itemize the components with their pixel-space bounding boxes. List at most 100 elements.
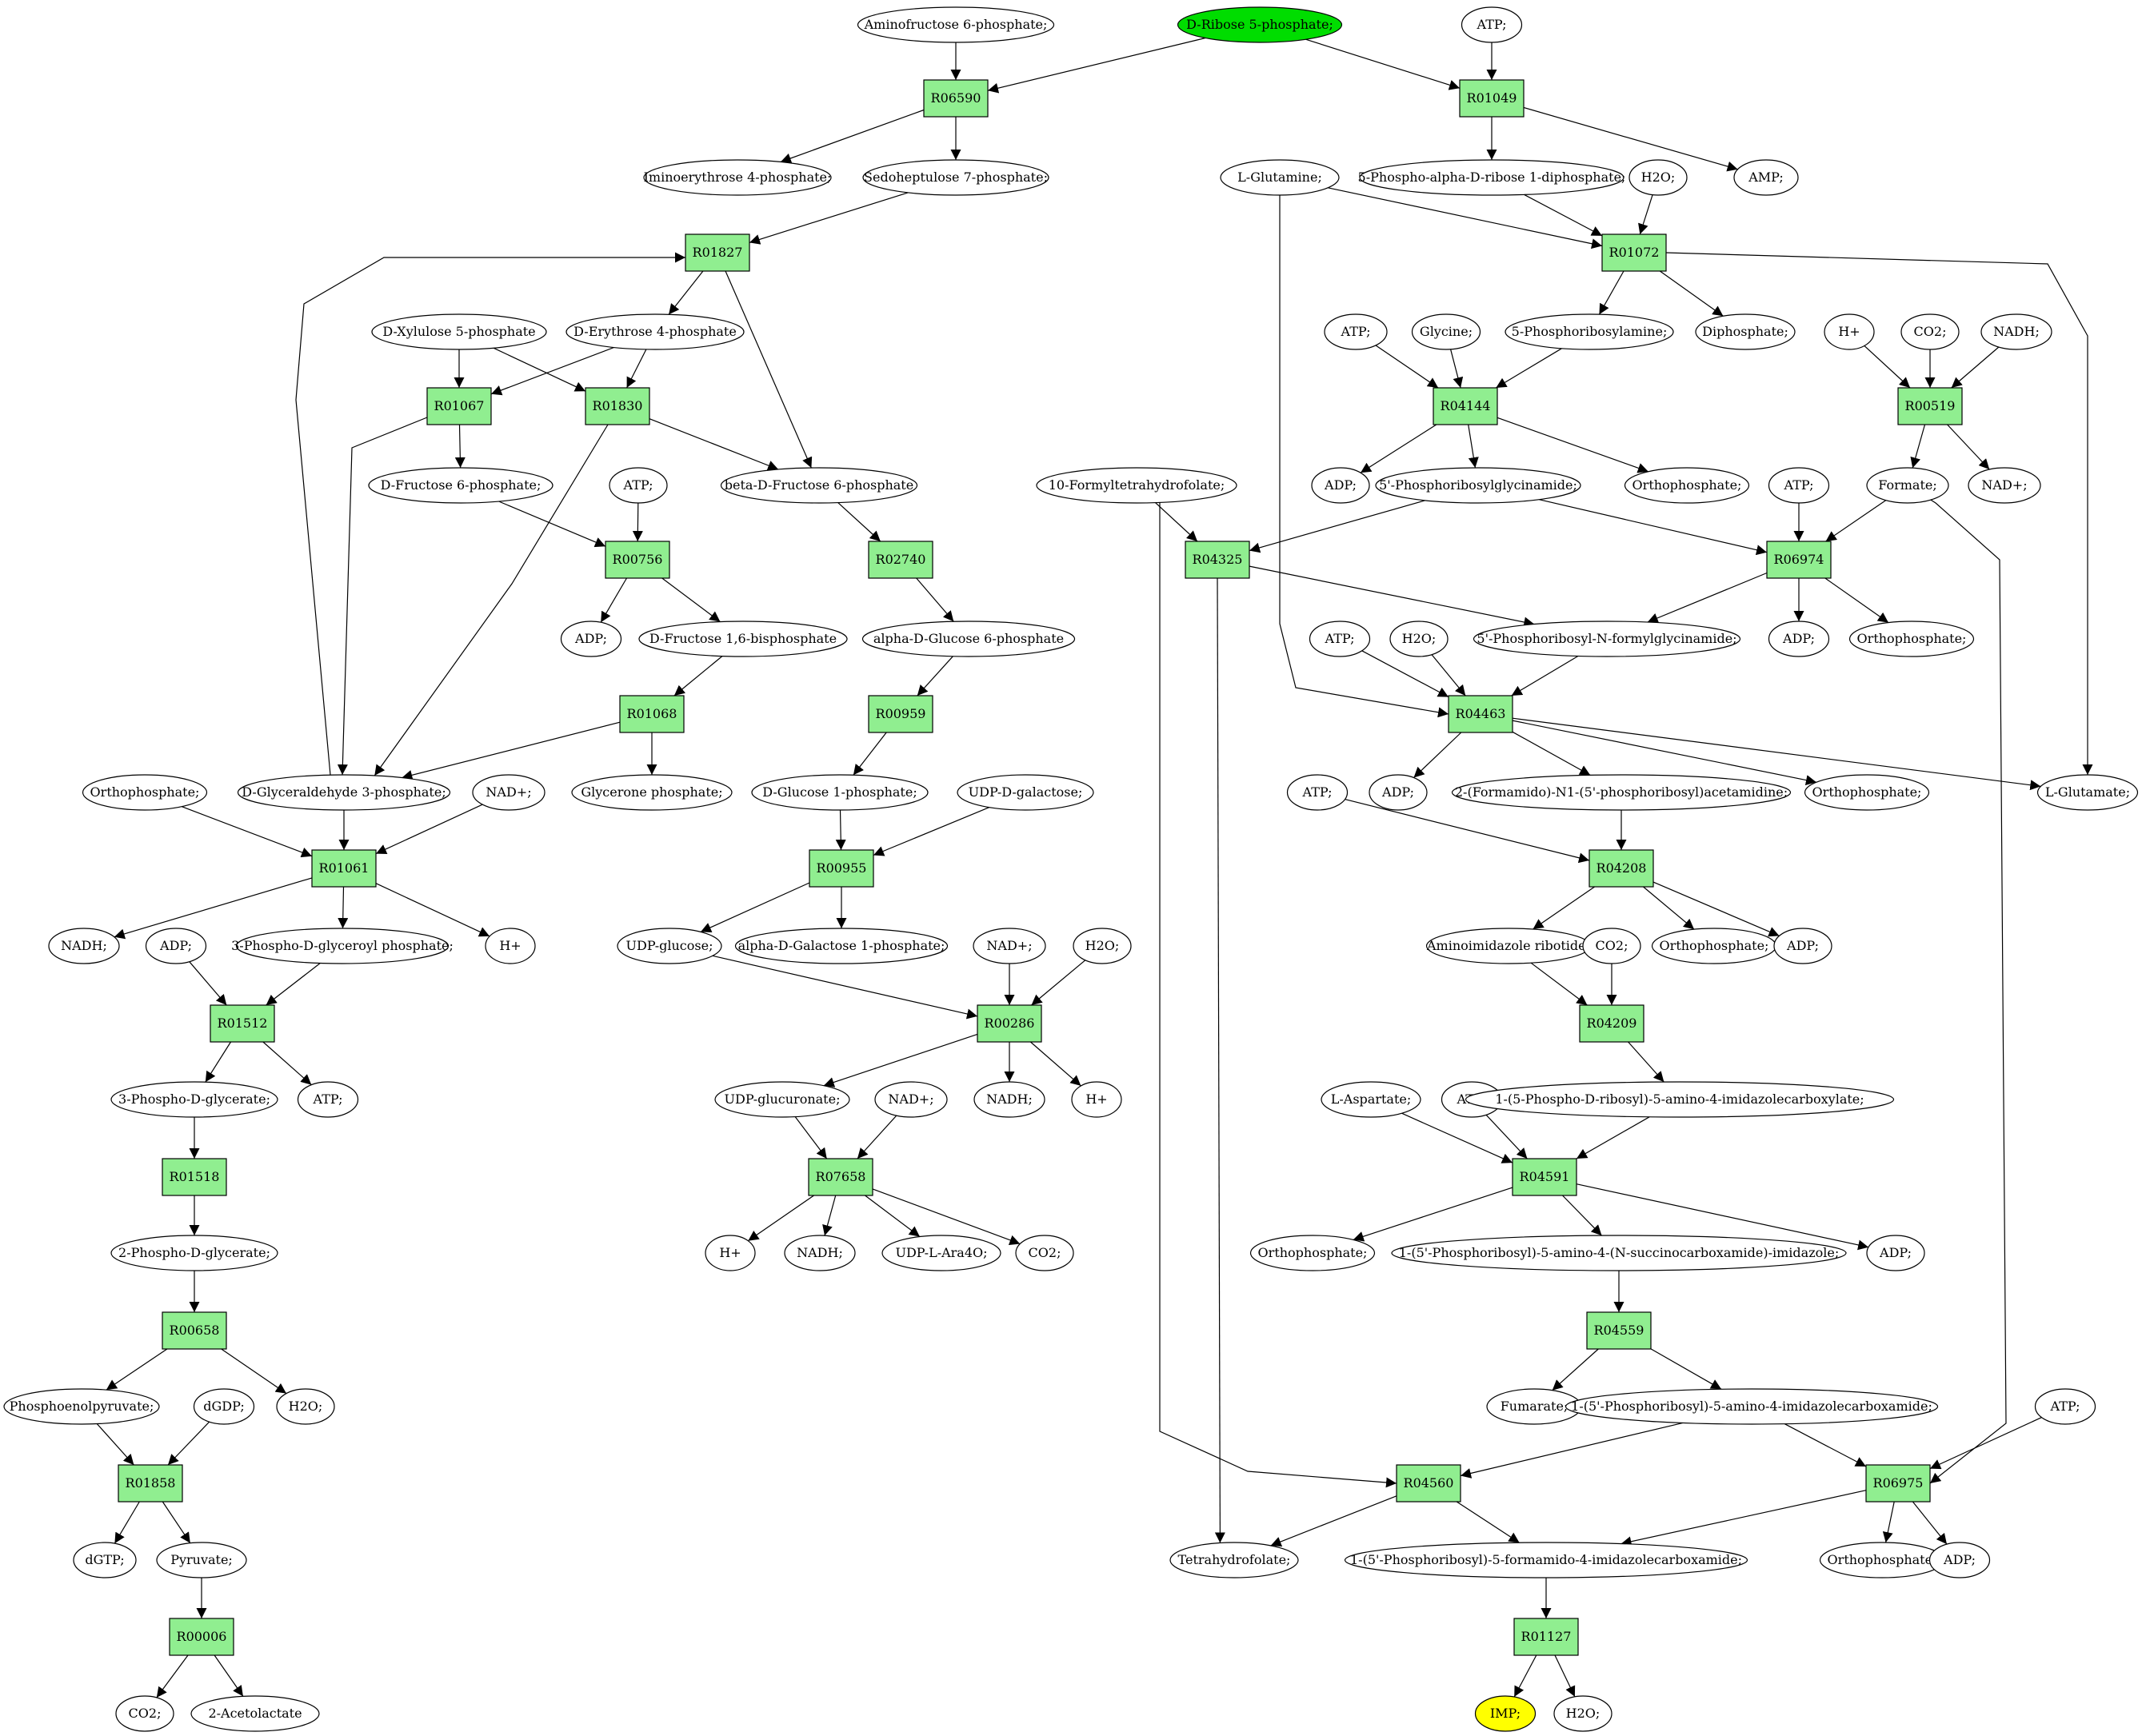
compound-node-co2[interactable]: CO2; [1900, 313, 1960, 350]
compound-node-d-erythrose-4-phosphate[interactable]: D-Erythrose 4-phosphate [565, 313, 745, 350]
compound-node-co2[interactable]: CO2; [1582, 928, 1641, 964]
compound-node-1-5-phosphoribosyl-5-amino-4-imidazolecarboxamide[interactable]: 1-(5'-Phosphoribosyl)-5-amino-4-imidazol… [1565, 1388, 1939, 1425]
compound-node-5-phosphoribosylglycinamide[interactable]: 5'-Phosphoribosylglycinamide; [1375, 467, 1581, 504]
compound-node-diphosphate[interactable]: Diphosphate; [1695, 313, 1796, 350]
reaction-node-r01518[interactable]: R01518 [162, 1158, 227, 1196]
compound-node-h2o[interactable]: H2O; [1553, 1695, 1612, 1732]
compound-node-h[interactable]: H+ [705, 1235, 756, 1271]
compound-node-pyruvate[interactable]: Pyruvate; [156, 1542, 247, 1578]
reaction-node-r01061[interactable]: R01061 [311, 849, 377, 888]
compound-node-1-5-phosphoribosyl-5-formamido-4-imidazolecarboxamide[interactable]: 1-(5'-Phosphoribosyl)-5-formamido-4-imid… [1344, 1542, 1748, 1578]
compound-node-orthophosphate[interactable]: Orthophosphate; [1819, 1542, 1945, 1578]
compound-node-glycine[interactable]: Glycine; [1411, 313, 1481, 350]
reaction-node-r01127[interactable]: R01127 [1513, 1618, 1579, 1656]
compound-node-2-acetolactate[interactable]: 2-Acetolactate [190, 1695, 320, 1732]
compound-node-adp[interactable]: ADP; [1311, 467, 1370, 504]
compound-node-atp[interactable]: ATP; [1324, 313, 1388, 350]
compound-node-udp-l-ara4o[interactable]: UDP-L-Ara4O; [881, 1235, 1001, 1271]
compound-node-orthophosphate[interactable]: Orthophosphate; [82, 774, 208, 811]
compound-node-atp[interactable]: ATP; [2034, 1388, 2096, 1425]
reaction-node-r00519[interactable]: R00519 [1897, 387, 1963, 425]
compound-node-d-fructose-6-phosphate[interactable]: D-Fructose 6-phosphate; [368, 467, 553, 504]
compound-node-glycerone-phosphate[interactable]: Glycerone phosphate; [571, 774, 733, 811]
compound-node-orthophosphate[interactable]: Orthophosphate; [1651, 928, 1777, 964]
compound-node-5-phosphoribosylamine[interactable]: 5-Phosphoribosylamine; [1505, 313, 1674, 350]
compound-node-nad[interactable]: NAD+; [1968, 467, 2041, 504]
reaction-node-r01512[interactable]: R01512 [210, 1004, 275, 1043]
compound-node-5-phospho-alpha-d-ribose-1-diphosphate[interactable]: 5-Phospho-alpha-D-ribose 1-diphosphate; [1358, 159, 1626, 196]
compound-node-nadh[interactable]: NADH; [784, 1235, 856, 1271]
compound-node-l-glutamate[interactable]: L-Glutamate; [2036, 774, 2139, 811]
compound-node-atp[interactable]: ATP; [1768, 467, 1830, 504]
reaction-node-r04144[interactable]: R04144 [1433, 387, 1498, 425]
reaction-node-r00756[interactable]: R00756 [605, 541, 670, 579]
compound-node-nadh[interactable]: NADH; [973, 1081, 1045, 1118]
compound-node-atp[interactable]: ATP; [609, 467, 668, 504]
compound-node-nadh[interactable]: NADH; [1980, 313, 2052, 350]
compound-node-2-formamido-n1-5-phosphoribosyl-acetamidine[interactable]: 2-(Formamido)-N1-(5'-phosphoribosyl)acet… [1451, 774, 1792, 811]
compound-node-udp-glucose[interactable]: UDP-glucose; [617, 928, 722, 964]
compound-node-h[interactable]: H+ [485, 928, 536, 964]
reaction-node-r06590[interactable]: R06590 [923, 79, 989, 118]
compound-node-adp[interactable]: ADP; [145, 928, 207, 964]
reaction-node-r01049[interactable]: R01049 [1459, 79, 1525, 118]
reaction-node-r00286[interactable]: R00286 [977, 1004, 1042, 1043]
compound-node-adp[interactable]: ADP; [1928, 1542, 1991, 1578]
reaction-node-r04209[interactable]: R04209 [1579, 1004, 1644, 1043]
compound-node-adp[interactable]: ADP; [1768, 621, 1830, 657]
reaction-node-r06974[interactable]: R06974 [1766, 541, 1832, 579]
compound-node-phosphoenolpyruvate[interactable]: Phosphoenolpyruvate; [3, 1388, 160, 1425]
compound-node-10-formyltetrahydrofolate[interactable]: 10-Formyltetrahydrofolate; [1036, 467, 1237, 504]
compound-node-beta-d-fructose-6-phosphate[interactable]: beta-D-Fructose 6-phosphate [720, 467, 918, 504]
reaction-node-r01068[interactable]: R01068 [619, 695, 685, 733]
compound-node-atp[interactable]: ATP; [297, 1081, 359, 1118]
compound-node-adp[interactable]: ADP; [560, 621, 622, 657]
compound-node-dgdp[interactable]: dGDP; [193, 1388, 255, 1425]
reaction-node-r04463[interactable]: R04463 [1448, 695, 1513, 733]
compound-node-alpha-d-galactose-1-phosphate[interactable]: alpha-D-Galactose 1-phosphate; [734, 928, 949, 964]
compound-node-atp[interactable]: ATP; [1309, 621, 1371, 657]
compound-node-h[interactable]: H+ [1824, 313, 1875, 350]
compound-node-tetrahydrofolate[interactable]: Tetrahydrofolate; [1169, 1542, 1299, 1578]
compound-node-5-phosphoribosyl-n-formylglycinamide[interactable]: 5'-Phosphoribosyl-N-formylglycinamide; [1473, 621, 1741, 657]
compound-node-l-glutamine[interactable]: L-Glutamine; [1220, 159, 1340, 196]
compound-node-atp[interactable]: ATP; [1461, 6, 1523, 43]
reaction-node-r04560[interactable]: R04560 [1396, 1464, 1461, 1503]
compound-node-adp[interactable]: ADP; [1773, 928, 1832, 964]
compound-node-3-phospho-d-glyceroyl-phosphate[interactable]: 3-Phospho-D-glyceroyl phosphate; [231, 928, 454, 964]
reaction-node-r04591[interactable]: R04591 [1512, 1158, 1577, 1196]
reaction-node-r00959[interactable]: R00959 [868, 695, 933, 733]
compound-node-amp[interactable]: AMP; [1733, 159, 1799, 196]
compound-node-sedoheptulose-7-phosphate[interactable]: Sedoheptulose 7-phosphate; [862, 159, 1049, 196]
compound-node-d-fructose-1-6-bisphosphate[interactable]: D-Fructose 1,6-bisphosphate [638, 621, 848, 657]
compound-node-3-phospho-d-glycerate[interactable]: 3-Phospho-D-glycerate; [110, 1081, 278, 1118]
compound-node-orthophosphate[interactable]: Orthophosphate; [1804, 774, 1930, 811]
compound-node-nad[interactable]: NAD+; [973, 928, 1046, 964]
compound-node-adp[interactable]: ADP; [1369, 774, 1428, 811]
compound-node-orthophosphate[interactable]: Orthophosphate; [1249, 1235, 1376, 1271]
reaction-node-r01827[interactable]: R01827 [685, 233, 750, 272]
compound-node-h[interactable]: H+ [1071, 1081, 1122, 1118]
compound-node-h2o[interactable]: H2O; [276, 1388, 335, 1425]
compound-node-1-5-phosphoribosyl-5-amino-4-n-succinocarboxamide-imidazole[interactable]: 1-(5'-Phosphoribosyl)-5-amino-4-(N-succi… [1391, 1235, 1847, 1271]
compound-node-l-aspartate[interactable]: L-Aspartate; [1321, 1081, 1421, 1118]
compound-node-h2o[interactable]: H2O; [1628, 159, 1688, 196]
compound-node-dgtp[interactable]: dGTP; [73, 1542, 137, 1578]
compound-node-fumarate[interactable]: Fumarate; [1486, 1388, 1582, 1425]
compound-node-nadh[interactable]: NADH; [48, 928, 120, 964]
compound-node-iminoerythrose-4-phosphate[interactable]: Iminoerythrose 4-phosphate; [643, 159, 832, 196]
compound-node-aminofructose-6-phosphate[interactable]: Aminofructose 6-phosphate; [857, 6, 1055, 43]
compound-node-nad[interactable]: NAD+; [472, 774, 545, 811]
reaction-node-r01067[interactable]: R01067 [426, 387, 492, 425]
reaction-node-r00658[interactable]: R00658 [162, 1311, 227, 1350]
reaction-node-r04208[interactable]: R04208 [1589, 849, 1654, 888]
compound-node-h2o[interactable]: H2O; [1073, 928, 1132, 964]
compound-node-aminoimidazole-ribotide[interactable]: Aminoimidazole ribotide; [1425, 928, 1592, 964]
reaction-node-r00955[interactable]: R00955 [809, 849, 874, 888]
compound-node-udp-glucuronate[interactable]: UDP-glucuronate; [714, 1081, 850, 1118]
reaction-node-r01830[interactable]: R01830 [585, 387, 650, 425]
compound-node-co2[interactable]: CO2; [1015, 1235, 1074, 1271]
compound-node-h2o[interactable]: H2O; [1389, 621, 1449, 657]
compound-node-2-phospho-d-glycerate[interactable]: 2-Phospho-D-glycerate; [110, 1235, 278, 1271]
reaction-node-r02740[interactable]: R02740 [868, 541, 933, 579]
